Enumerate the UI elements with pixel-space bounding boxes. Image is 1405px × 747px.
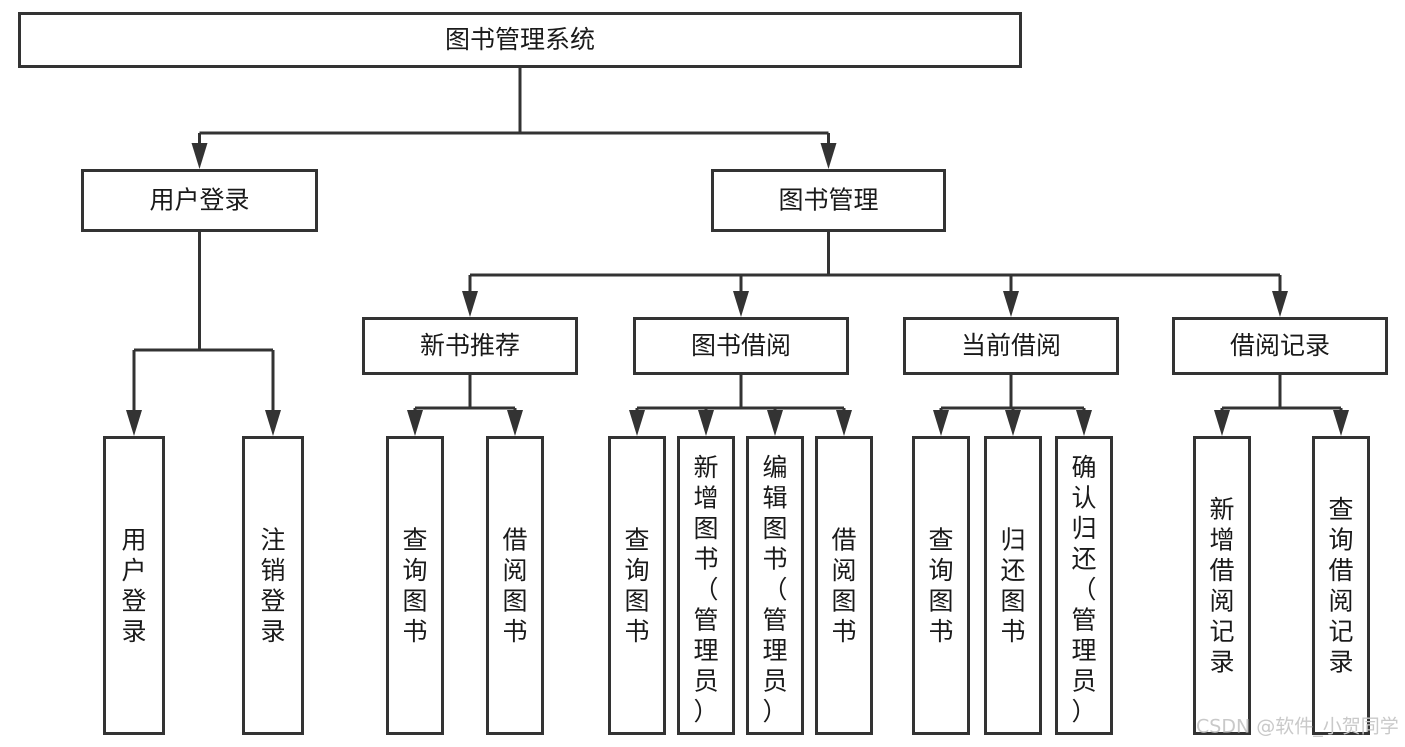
node-box bbox=[677, 436, 735, 735]
arrow-head-icon bbox=[265, 410, 281, 436]
node-leaf-query-book-recommend[interactable]: 查询图书 bbox=[386, 436, 444, 735]
node-leaf-user-login[interactable]: 用户登录 bbox=[103, 436, 165, 735]
node-user-login[interactable]: 用户登录 bbox=[81, 169, 318, 232]
node-label: 用户登录 bbox=[121, 525, 146, 646]
node-leaf-confirm-return[interactable]: 确认归还（管理员） bbox=[1055, 436, 1113, 735]
csdn-watermark: CSDN @软件_小贺同学 bbox=[1196, 716, 1399, 738]
node-leaf-user-logout[interactable]: 注销登录 bbox=[242, 436, 304, 735]
node-leaf-add-borrow-record[interactable]: 新增借阅记录 bbox=[1193, 436, 1251, 735]
node-book-management[interactable]: 图书管理 bbox=[711, 169, 946, 232]
arrow-head-icon bbox=[1333, 410, 1349, 436]
node-root[interactable]: 图书管理系统 bbox=[18, 12, 1022, 68]
arrow-head-icon bbox=[1005, 410, 1021, 436]
node-box bbox=[903, 317, 1119, 375]
node-label: 注销登录 bbox=[260, 525, 285, 646]
connector-group-current-borrow bbox=[933, 375, 1092, 436]
node-label: 新增图书（管理员） bbox=[693, 453, 718, 726]
node-box bbox=[1055, 436, 1113, 735]
arrow-head-icon bbox=[1076, 410, 1092, 436]
arrow-head-icon bbox=[1214, 410, 1230, 436]
arrow-head-icon bbox=[1272, 291, 1288, 317]
node-box bbox=[18, 12, 1022, 68]
arrow-head-icon bbox=[698, 410, 714, 436]
connector-layer bbox=[126, 68, 1349, 436]
arrow-head-icon bbox=[507, 410, 523, 436]
node-label: 查询图书 bbox=[928, 525, 953, 646]
node-label: 借阅图书 bbox=[831, 525, 856, 646]
node-box bbox=[984, 436, 1042, 735]
node-leaf-borrow-book-recommend[interactable]: 借阅图书 bbox=[486, 436, 544, 735]
node-leaf-return-book[interactable]: 归还图书 bbox=[984, 436, 1042, 735]
node-box bbox=[608, 436, 666, 735]
node-box bbox=[912, 436, 970, 735]
arrow-head-icon bbox=[191, 143, 208, 169]
node-label: 图书借阅 bbox=[691, 331, 791, 360]
node-box bbox=[103, 436, 165, 735]
arrow-head-icon bbox=[836, 410, 852, 436]
arrow-head-icon bbox=[1003, 291, 1019, 317]
node-borrow-record[interactable]: 借阅记录 bbox=[1172, 317, 1388, 375]
node-leaf-query-borrow-record[interactable]: 查询借阅记录 bbox=[1312, 436, 1370, 735]
node-box bbox=[1172, 317, 1388, 375]
node-box bbox=[711, 169, 946, 232]
node-box bbox=[486, 436, 544, 735]
arrow-head-icon bbox=[733, 291, 749, 317]
node-leaf-borrow-book[interactable]: 借阅图书 bbox=[815, 436, 873, 735]
node-box bbox=[633, 317, 849, 375]
node-label: 确认归还（管理员） bbox=[1071, 453, 1096, 726]
node-book-borrow[interactable]: 图书借阅 bbox=[633, 317, 849, 375]
arrow-head-icon bbox=[767, 410, 783, 436]
node-label: 查询图书 bbox=[624, 525, 649, 646]
node-label: 用户登录 bbox=[149, 186, 249, 215]
node-box bbox=[386, 436, 444, 735]
node-box bbox=[81, 169, 318, 232]
node-label: 编辑图书（管理员） bbox=[762, 453, 787, 726]
node-box bbox=[1312, 436, 1370, 735]
node-current-borrow[interactable]: 当前借阅 bbox=[903, 317, 1119, 375]
arrow-head-icon bbox=[126, 410, 142, 436]
node-box bbox=[362, 317, 578, 375]
connector-group-user-login bbox=[126, 232, 281, 436]
node-box bbox=[1193, 436, 1251, 735]
node-label: 查询图书 bbox=[402, 525, 427, 646]
arrow-head-icon bbox=[820, 143, 837, 169]
node-leaf-query-book-borrow[interactable]: 查询图书 bbox=[608, 436, 666, 735]
node-label: 借阅图书 bbox=[502, 525, 527, 646]
node-layer: 图书管理系统用户登录图书管理新书推荐图书借阅当前借阅借阅记录用户登录注销登录查询… bbox=[18, 12, 1388, 735]
watermark-layer: CSDN @软件_小贺同学 bbox=[1196, 716, 1399, 738]
node-box bbox=[746, 436, 804, 735]
node-leaf-query-book-current[interactable]: 查询图书 bbox=[912, 436, 970, 735]
node-label: 图书管理 bbox=[778, 186, 878, 215]
node-leaf-add-book[interactable]: 新增图书（管理员） bbox=[677, 436, 735, 735]
node-leaf-edit-book[interactable]: 编辑图书（管理员） bbox=[746, 436, 804, 735]
node-label: 图书管理系统 bbox=[445, 25, 595, 54]
node-label: 查询借阅记录 bbox=[1328, 495, 1353, 677]
node-label: 当前借阅 bbox=[961, 331, 1061, 360]
connector-group-book-management bbox=[462, 232, 1288, 317]
arrow-head-icon bbox=[629, 410, 645, 436]
connector-group-root bbox=[191, 68, 837, 169]
node-label: 归还图书 bbox=[1000, 525, 1025, 646]
arrow-head-icon bbox=[407, 410, 423, 436]
connector-group-new-book-recommend bbox=[407, 375, 523, 436]
connector-group-borrow-record bbox=[1214, 375, 1349, 436]
node-label: 借阅记录 bbox=[1230, 331, 1330, 360]
node-box bbox=[815, 436, 873, 735]
connector-group-book-borrow bbox=[629, 375, 852, 436]
node-label: 新书推荐 bbox=[420, 331, 520, 360]
node-box bbox=[242, 436, 304, 735]
arrow-head-icon bbox=[462, 291, 478, 317]
node-new-book-recommend[interactable]: 新书推荐 bbox=[362, 317, 578, 375]
node-label: 新增借阅记录 bbox=[1209, 495, 1234, 677]
arrow-head-icon bbox=[933, 410, 949, 436]
